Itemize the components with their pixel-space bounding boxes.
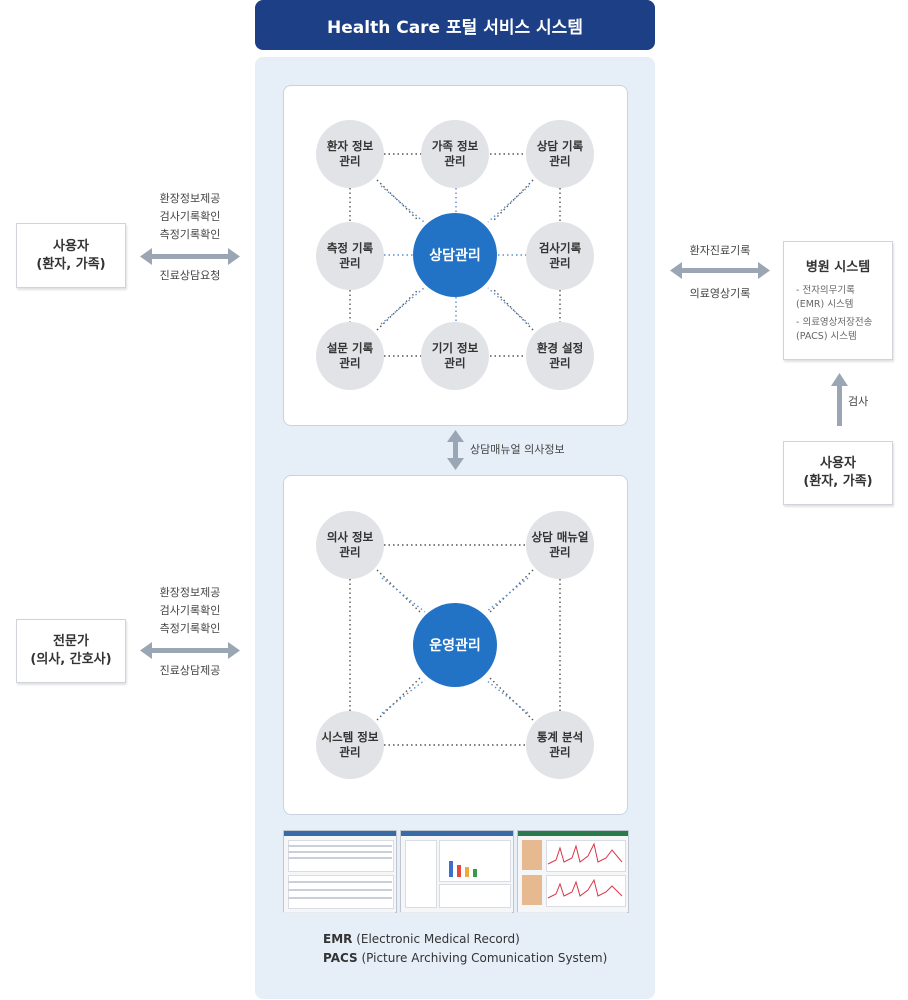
bottom-legend: EMR (Electronic Medical Record) PACS (Pi… bbox=[323, 932, 608, 965]
node-device-info: 기기 정보 관리 bbox=[421, 322, 489, 390]
node-survey-record: 설문 기록 관리 bbox=[316, 322, 384, 390]
between-label: 상담매뉴얼 의사정보 bbox=[470, 443, 565, 456]
node-patient-info: 환자 정보 관리 bbox=[316, 120, 384, 188]
node-measure-record: 측정 기록 관리 bbox=[316, 222, 384, 290]
emr-screenshot-2 bbox=[400, 830, 514, 913]
right-user-box: 사용자 (환자, 가족) bbox=[783, 441, 893, 505]
node-stats-analysis: 통계 분석 관리 bbox=[526, 711, 594, 779]
check-label: 검사 bbox=[848, 395, 869, 408]
left-user-bottom-label: 진료상담요청 bbox=[159, 269, 221, 282]
node-system-info: 시스템 정보 관리 bbox=[316, 711, 384, 779]
left-expert-box: 전문가 (의사, 간호사) bbox=[16, 619, 126, 683]
node-consult-manual: 상담 매뉴얼 관리 bbox=[526, 511, 594, 579]
right-top-label: 환자진료기록 bbox=[689, 244, 751, 257]
left-user-box: 사용자 (환자, 가족) bbox=[16, 223, 126, 288]
hospital-system-box: 병원 시스템 - 전자의무기록 (EMR) 시스템 - 의료영상저장전송 (PA… bbox=[783, 241, 893, 360]
node-consult-record: 상담 기록 관리 bbox=[526, 120, 594, 188]
page-title: Health Care 포털 서비스 시스템 bbox=[255, 0, 655, 50]
left-expert-labels: 환장정보제공 검사기록확인 측정기록확인 bbox=[159, 586, 221, 635]
emr-screenshot-1 bbox=[283, 830, 397, 913]
node-family-info: 가족 정보 관리 bbox=[421, 120, 489, 188]
hospital-items: - 전자의무기록 (EMR) 시스템 - 의료영상저장전송 (PACS) 시스템 bbox=[796, 285, 873, 342]
consult-center-node: 상담관리 bbox=[413, 213, 497, 297]
right-bottom-label: 의료영상기록 bbox=[689, 287, 751, 300]
hospital-title: 병원 시스템 bbox=[805, 260, 871, 275]
pacs-screenshot bbox=[517, 830, 629, 913]
ops-center-node: 운영관리 bbox=[413, 603, 497, 687]
node-doctor-info: 의사 정보 관리 bbox=[316, 511, 384, 579]
left-user-labels: 환장정보제공 검사기록확인 측정기록확인 bbox=[159, 192, 221, 241]
left-expert-bottom-label: 진료상담제공 bbox=[159, 664, 221, 677]
node-exam-record: 검사기록 관리 bbox=[526, 222, 594, 290]
node-env-settings: 환경 설정 관리 bbox=[526, 322, 594, 390]
